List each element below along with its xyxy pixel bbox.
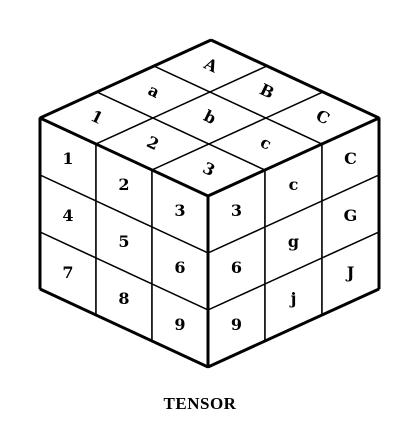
right-cell-label: J (345, 263, 355, 282)
right-cell-label: 3 (231, 201, 242, 220)
left-cell-label: 2 (118, 175, 129, 194)
edge-line (207, 116, 380, 198)
right-cell-label: G (344, 206, 358, 225)
left-cell-label: 3 (174, 201, 185, 220)
left-cell-label: 4 (62, 206, 73, 225)
edge-line (210, 38, 380, 120)
left-cell-label: 1 (62, 149, 73, 168)
left-cell-label: 9 (174, 315, 185, 334)
front-right-face: 3 c C 6 g G 9 j J (207, 116, 380, 369)
right-cell-label: j (289, 289, 297, 308)
right-cell-label: c (289, 175, 299, 194)
right-cell-label: 9 (231, 315, 242, 334)
edge-line (39, 287, 209, 369)
left-cell-label: 8 (118, 289, 129, 308)
edge-line (207, 287, 380, 369)
left-cell-label: 5 (118, 232, 129, 251)
edge-line (39, 116, 209, 198)
right-cell-label: C (344, 149, 357, 168)
left-cell-label: 6 (174, 258, 185, 277)
diagram-caption: TENSOR (163, 394, 237, 413)
right-cell-label: g (288, 232, 299, 251)
left-cell-label: 7 (62, 263, 73, 282)
right-cell-label: 6 (231, 258, 242, 277)
edge-line (39, 38, 212, 120)
cube-outline (38, 38, 381, 369)
